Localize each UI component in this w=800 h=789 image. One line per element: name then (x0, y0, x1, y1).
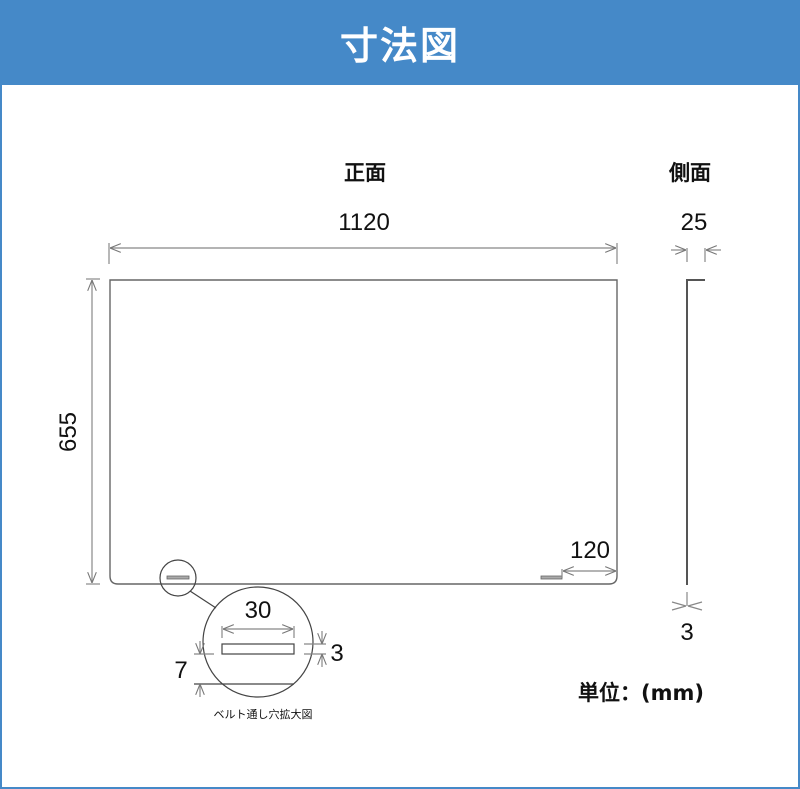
header-band: 寸法図 (0, 0, 800, 85)
front-view-title: 正面 (344, 161, 386, 185)
front-panel-outline (109, 279, 618, 585)
side-depth-dimension (671, 248, 721, 262)
slot-edge-distance-label: 7 (174, 657, 187, 684)
slot-length-label: 30 (245, 597, 272, 624)
magnifier-leader-line (189, 590, 217, 609)
front-height-dimension (86, 278, 100, 585)
slot-offset-label: 120 (570, 537, 610, 564)
front-width-label: 1120 (338, 209, 390, 236)
belt-slot-left (166, 575, 190, 580)
side-panel-profile (686, 279, 705, 585)
magnifier-circle-small (159, 559, 197, 597)
side-depth-label: 25 (681, 209, 708, 236)
units-label: 単位：(mm) (578, 681, 704, 705)
page-title: 寸法図 (339, 24, 460, 68)
slot-height-label: 3 (330, 640, 343, 667)
belt-slot-detail (194, 586, 326, 698)
detail-caption: ベルト通し穴拡大図 (214, 707, 313, 721)
side-thickness-dimension (671, 592, 703, 611)
front-height-label: 655 (55, 412, 82, 452)
slot-offset-dimension (561, 569, 616, 578)
front-width-dimension (108, 243, 618, 264)
side-thickness-label: 3 (680, 619, 693, 646)
belt-slot-right (540, 575, 563, 580)
side-view-title: 側面 (668, 161, 711, 185)
